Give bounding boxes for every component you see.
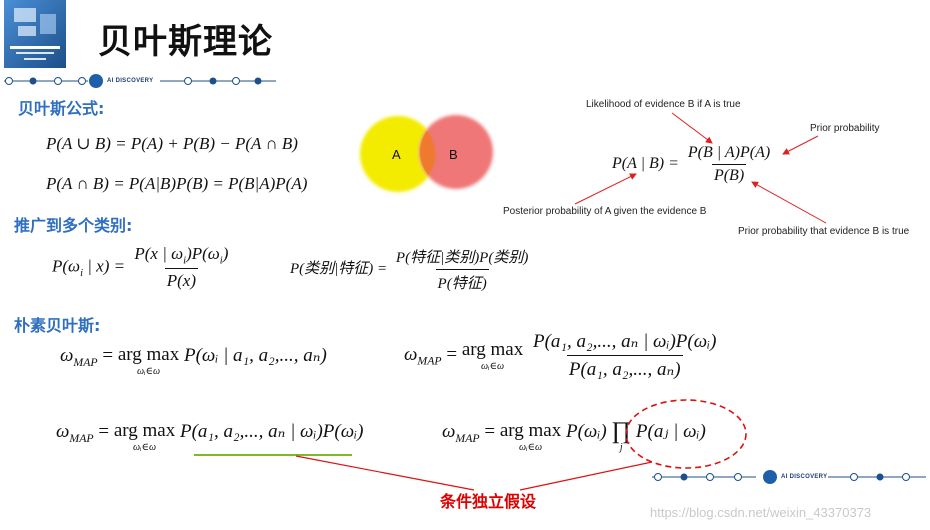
multi-fraction: P(x | ωi)P(ωi) P(x) [132,244,230,291]
map1-argmax-sub: ωᵢ∈ω [136,366,161,377]
map1-sub: MAP [73,355,98,369]
map2-argmax-text: arg max [461,339,524,360]
map2-omega: ω [404,343,418,365]
bayes-formula: P(A | B) = P(B | A)P(A) P(B) [612,144,775,185]
map4-p: P(ωᵢ) [565,421,607,442]
section-heading-naive-bayes: 朴素贝叶斯: [14,316,101,335]
map2-numerator: P(a₁, a₂,..., aₙ | ωᵢ)P(ωᵢ) [532,331,717,352]
venn-diagram: A B [352,112,502,198]
section-heading-multi-class: 推广到多个类别: [14,216,133,235]
footer-ai-discovery-logo: AI DISCOVERY [781,474,828,480]
page-title: 贝叶斯理论 [98,22,273,62]
map1-rhs: P(ωᵢ | a₁, a₂,..., aₙ) [183,345,327,366]
map2-equals: = [446,343,458,365]
arrow-likelihood [671,112,713,144]
map4-rest: P(aⱼ | ωᵢ) [635,421,706,442]
venn-circle-a [360,116,436,192]
multi-lhs-sub: i [80,267,83,279]
map2-argmax-sub: ωᵢ∈ω [480,361,505,372]
map3-rhs: P(a₁, a₂,..., aₙ | ωᵢ)P(ωᵢ) [179,421,364,442]
map-formula-1: ωMAP = arg max ωᵢ∈ω P(ωᵢ | a₁, a₂,..., a… [60,344,327,377]
footer-timeline-decoration: AI DISCOVERY [648,468,930,488]
header-timeline-decoration: AI DISCOVERY [0,72,280,92]
map-formula-4: ωMAP = arg max ωᵢ∈ω P(ωᵢ) ∏ j P(aⱼ | ωᵢ) [442,418,706,453]
multi-num-b: )P(ω [186,244,220,263]
multi-denominator: P(x) [164,268,199,291]
multi-num-sub: i [183,255,187,267]
venn-label-b: B [449,147,458,162]
map3-sub: MAP [69,431,94,445]
bayes-denominator: P(B) [711,164,747,185]
multi-lhs-rest: | x) = [83,256,126,276]
highlight-dashed-ellipse [625,399,747,469]
ai-discovery-logo: AI DISCOVERY [107,78,154,84]
multi-num-sub2: i [219,255,223,267]
bayes-lhs: P(A | B) = [612,155,679,173]
map4-argmax-text: arg max [499,420,562,441]
multi-numerator: P(x | ωi)P(ωi) [132,244,230,268]
conditional-independence-label: 条件独立假设 [440,492,537,511]
map4-argmax: arg max ωᵢ∈ω [500,420,561,453]
map4-product-sub: j [619,442,623,453]
multi-lhs: P(ω [52,256,81,276]
arrow-prior [782,135,819,155]
map1-omega: ω [60,345,74,366]
annotation-posterior: Posterior probability of A given the evi… [503,206,707,217]
cn-numerator: P(特征|类别)P(类别) [395,250,529,266]
map4-argmax-sub: ωᵢ∈ω [518,442,543,453]
map3-equals: = [98,421,110,442]
map2-argmax: arg max ωᵢ∈ω [462,339,523,372]
venn-circle-b [419,115,493,189]
book-cover-thumbnail [4,0,66,68]
chinese-bayes-formula: P(类别|特征) = P(特征|类别)P(类别) P(特征) [290,246,533,293]
map-formula-2: ωMAP = arg max ωᵢ∈ω P(a₁, a₂,..., aₙ | ω… [404,330,721,381]
map3-argmax: arg max ωᵢ∈ω [114,420,175,453]
cn-denominator: P(特征) [435,269,489,293]
annotation-likelihood: Likelihood of evidence B if A is true [586,99,741,110]
map4-product-symbol: ∏ [611,418,632,444]
cn-fraction: P(特征|类别)P(类别) P(特征) [394,246,530,293]
cn-lhs: P(类别|特征) = [290,260,388,277]
map1-argmax: arg max ωᵢ∈ω [118,344,179,377]
connector-right [519,461,653,491]
annotation-prior-b: Prior probability that evidence B is tru… [738,226,910,237]
map4-equals: = [484,421,496,442]
map-formula-3: ωMAP = arg max ωᵢ∈ω P(a₁, a₂,..., aₙ | ω… [56,420,363,453]
arrow-prior-b [751,181,827,224]
union-formula: P(A ∪ B) = P(A) + P(B) − P(A ∩ B) [46,134,298,153]
multi-class-formula: P(ωi | x) = P(x | ωi)P(ωi) P(x) [52,244,233,291]
map4-sub: MAP [455,431,480,445]
connector-left [295,455,475,491]
map4-product: ∏ j [611,418,632,453]
map2-sub: MAP [417,354,442,368]
map2-denominator: P(a₁, a₂,..., aₙ) [566,355,683,381]
annotation-prior: Prior probability [810,123,880,134]
map1-equals: = [102,345,114,366]
section-heading-bayes-formula: 贝叶斯公式: [18,99,105,118]
map3-argmax-sub: ωᵢ∈ω [132,442,157,453]
bayes-numerator: P(B | A)P(A) [687,144,771,161]
multi-num-end: ) [222,244,229,263]
bayes-fraction: P(B | A)P(A) P(B) [686,144,772,185]
arrow-posterior [574,173,637,205]
map1-argmax-text: arg max [117,344,180,365]
map2-fraction: P(a₁, a₂,..., aₙ | ωᵢ)P(ωᵢ) P(a₁, a₂,...… [531,330,719,381]
venn-label-a: A [392,147,401,162]
multi-num-a: P(x | ω [134,244,184,263]
intersection-formula: P(A ∩ B) = P(A|B)P(B) = P(B|A)P(A) [46,174,308,193]
map4-omega: ω [442,421,456,442]
map3-omega: ω [56,421,70,442]
map3-argmax-text: arg max [113,420,176,441]
watermark: https://blog.csdn.net/weixin_43370373 [650,505,872,520]
